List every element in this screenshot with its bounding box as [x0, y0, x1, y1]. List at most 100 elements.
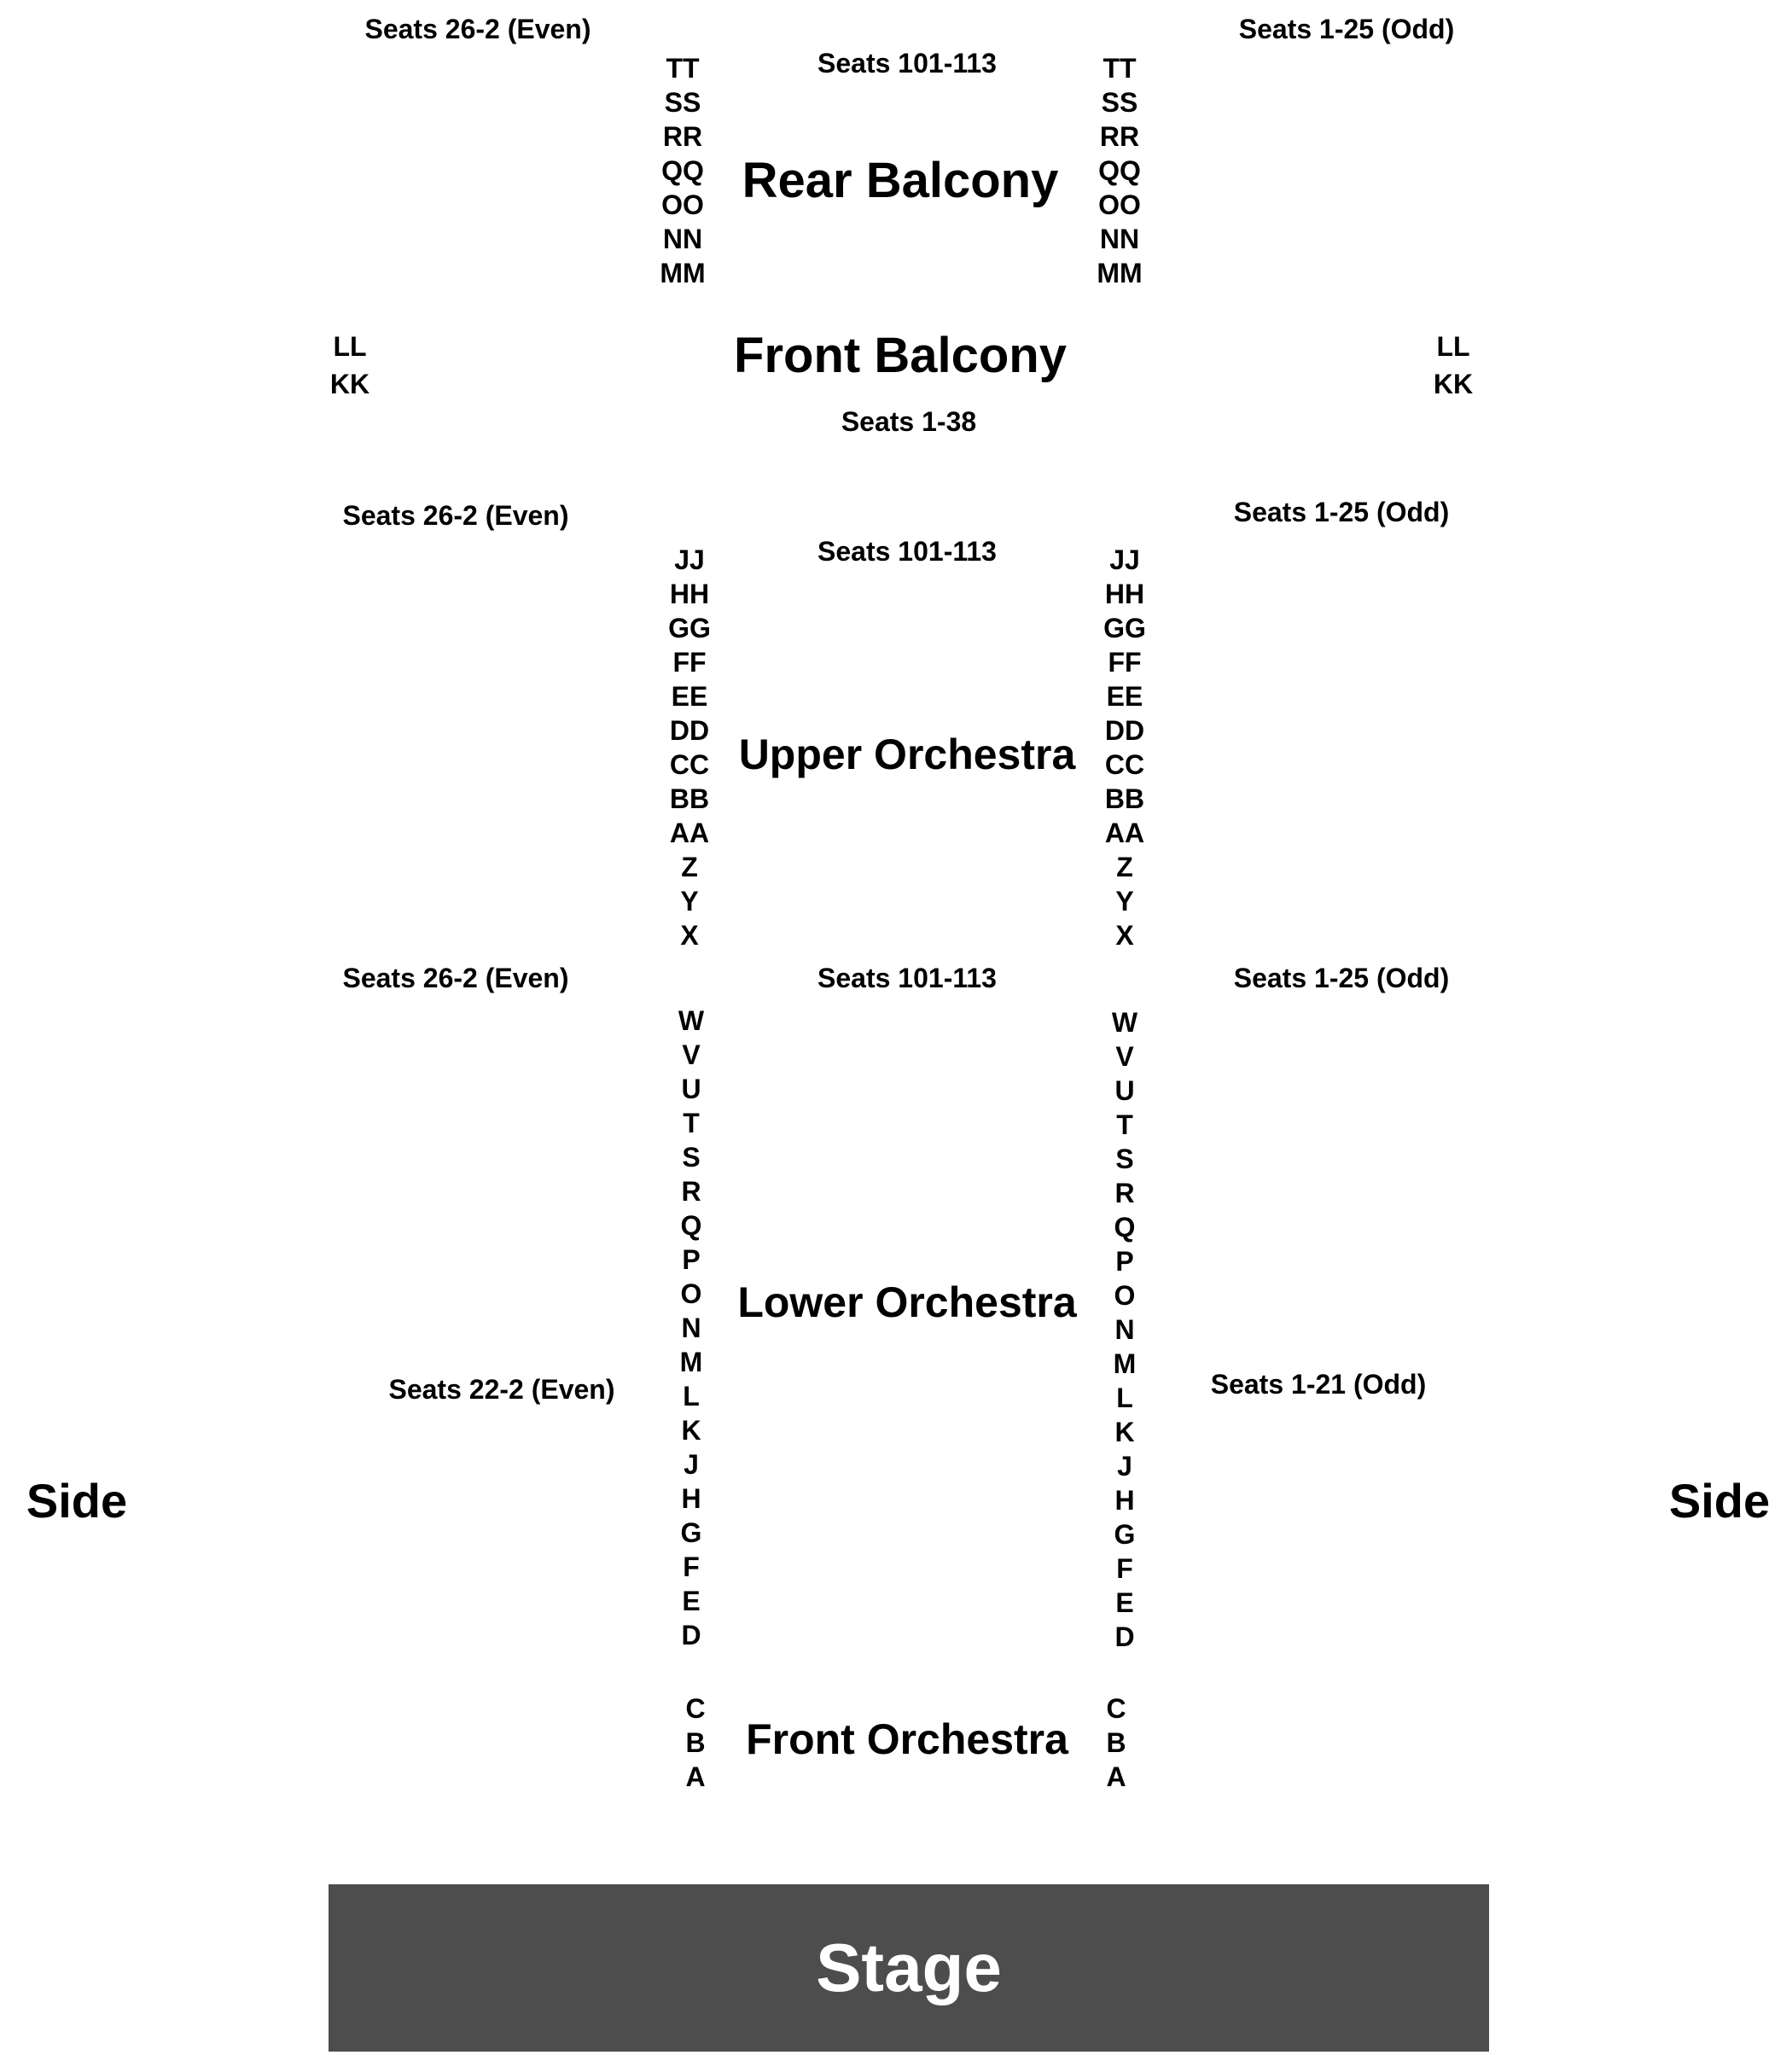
upper-orchestra-title: Upper Orchestra [738, 731, 1076, 778]
row-label: QQ [1098, 155, 1141, 186]
row-label: FF [672, 647, 707, 678]
row-label: O [1114, 1280, 1136, 1311]
row-label: W [1111, 1007, 1138, 1038]
row-label: KK [1433, 369, 1474, 399]
row-label: GG [668, 613, 711, 643]
row-label: D [681, 1620, 701, 1650]
upper-orchestra-center-seats-label: Seats 101-113 [817, 536, 997, 567]
row-label: L [683, 1381, 700, 1412]
stage-label: Stage [816, 1930, 1002, 2006]
front-orchestra-title: Front Orchestra [746, 1715, 1068, 1763]
lower-orchestra-right-seats-label: Seats 1-25 (Odd) [1233, 963, 1450, 993]
row-label: EE [671, 681, 708, 712]
row-label: EE [1106, 681, 1143, 712]
row-label: K [1114, 1417, 1135, 1447]
row-label: AA [669, 818, 710, 848]
row-label: E [682, 1586, 701, 1616]
row-label: H [681, 1483, 701, 1514]
row-label: LL [333, 331, 367, 362]
row-label: QQ [661, 155, 704, 186]
row-label: Q [680, 1210, 702, 1241]
front-balcony-seats-label: Seats 1-38 [841, 406, 977, 437]
row-label: C [685, 1693, 706, 1724]
row-label: P [682, 1244, 701, 1275]
row-label: KK [329, 369, 370, 399]
row-label: Z [1116, 852, 1133, 882]
lower-orchestra-title: Lower Orchestra [737, 1278, 1077, 1326]
front-balcony-right-rows: LL KK [1434, 328, 1473, 403]
row-label: P [1115, 1246, 1134, 1277]
row-label: GG [1103, 613, 1146, 643]
row-label: BB [1104, 783, 1145, 814]
rear-balcony-right-seats-label: Seats 1-25 (Odd) [1238, 14, 1455, 44]
row-label: Q [1114, 1212, 1136, 1243]
row-label: R [1114, 1178, 1135, 1208]
row-label: L [1116, 1383, 1133, 1413]
row-label: X [680, 920, 699, 951]
row-label: X [1115, 920, 1134, 951]
row-label: S [1115, 1144, 1134, 1174]
row-label: V [682, 1039, 701, 1070]
row-label: M [679, 1347, 703, 1377]
row-label: SS [664, 87, 701, 118]
row-label: OO [1098, 189, 1141, 220]
row-label: HH [1104, 579, 1145, 609]
row-label: N [681, 1313, 701, 1343]
row-label: N [1114, 1314, 1135, 1345]
row-label: LL [1436, 331, 1470, 362]
row-label: V [1115, 1041, 1134, 1072]
row-label: FF [1108, 647, 1142, 678]
row-label: G [680, 1517, 702, 1548]
row-label: BB [669, 783, 710, 814]
row-label: A [685, 1761, 706, 1792]
row-label: SS [1101, 87, 1138, 118]
row-label: A [1106, 1761, 1126, 1792]
row-label: RR [1099, 121, 1140, 152]
row-label: J [1117, 1451, 1132, 1482]
lower-orchestra-center-seats-label: Seats 101-113 [817, 963, 997, 993]
row-label: W [678, 1005, 705, 1036]
front-balcony-title: Front Balcony [734, 328, 1067, 383]
row-label: S [682, 1142, 701, 1173]
row-label: CC [1104, 749, 1145, 780]
row-label: AA [1104, 818, 1145, 848]
row-label: T [1116, 1109, 1133, 1140]
row-label: OO [661, 189, 704, 220]
row-label: F [683, 1551, 700, 1582]
row-label: C [1106, 1693, 1126, 1724]
lower-orchestra-right-mid-seats-label: Seats 1-21 (Odd) [1210, 1369, 1427, 1400]
row-label: D [1114, 1621, 1135, 1652]
row-label: DD [1104, 715, 1145, 746]
lower-orchestra-left-mid-seats-label: Seats 22-2 (Even) [388, 1374, 615, 1405]
row-label: E [1115, 1587, 1134, 1618]
row-label: F [1116, 1553, 1133, 1584]
row-label: NN [662, 224, 703, 254]
row-label: Y [680, 886, 699, 917]
row-label: JJ [1109, 544, 1140, 575]
lower-orchestra-left-seats-label: Seats 26-2 (Even) [342, 963, 569, 993]
row-label: DD [669, 715, 710, 746]
row-label: U [681, 1074, 701, 1104]
row-label: JJ [674, 544, 705, 575]
row-label: M [1113, 1348, 1137, 1379]
row-label: HH [669, 579, 710, 609]
row-label: G [1114, 1519, 1136, 1550]
side-right-label: Side [1668, 1474, 1771, 1528]
rear-balcony-center-seats-label: Seats 101-113 [817, 48, 997, 79]
front-balcony-left-rows: LL KK [330, 328, 369, 403]
side-left-label: Side [26, 1474, 128, 1528]
row-label: MM [660, 258, 706, 288]
row-label: TT [666, 53, 700, 84]
row-label: H [1114, 1485, 1135, 1516]
rear-balcony-left-seats-label: Seats 26-2 (Even) [364, 14, 591, 44]
row-label: O [680, 1278, 702, 1309]
row-label: B [1106, 1727, 1126, 1758]
rear-balcony-title: Rear Balcony [742, 153, 1059, 208]
upper-orchestra-right-seats-label: Seats 1-25 (Odd) [1233, 497, 1450, 527]
